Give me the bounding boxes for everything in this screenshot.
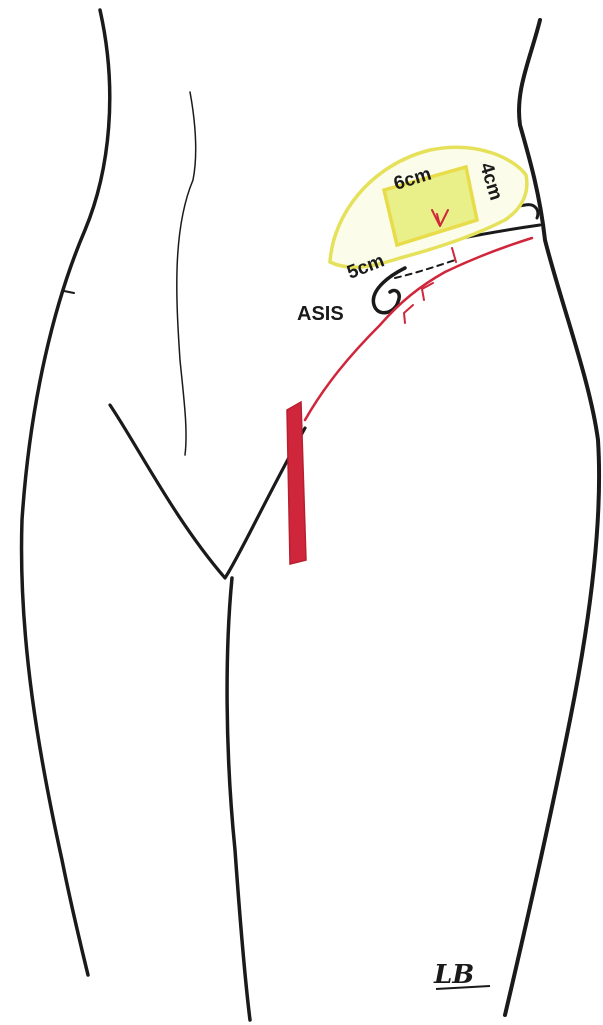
asis-landmark-mark: [373, 268, 405, 313]
flank-mark: [64, 291, 74, 293]
femoral-vessel-block: [287, 402, 306, 564]
pedicle-arrow-2: [404, 305, 413, 323]
label-landmark: ASIS: [297, 303, 344, 325]
inner-thigh-line: [227, 578, 250, 1020]
artist-signature: LB: [433, 960, 474, 990]
inguinal-fold: [110, 405, 305, 578]
left-flank-line: [22, 10, 110, 975]
midline-crease: [177, 92, 196, 455]
